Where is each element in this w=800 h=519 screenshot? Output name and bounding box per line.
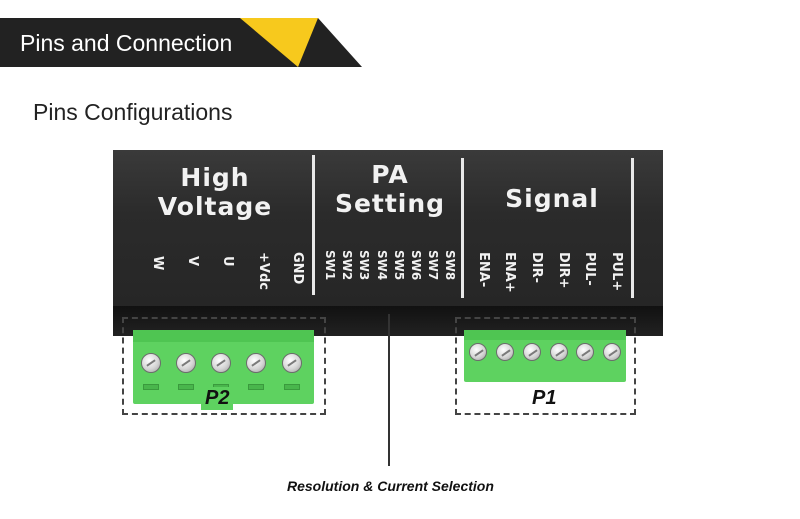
- pin-label-sw1: SW1: [323, 250, 337, 281]
- p2-slot-1: [143, 384, 159, 390]
- pin-label-v: V: [185, 256, 200, 267]
- p1-label: P1: [528, 387, 561, 410]
- divider-signal-end: [631, 158, 634, 298]
- high-voltage-title: High Voltage: [140, 163, 290, 221]
- pin-label-dir-plus: DIR+: [556, 252, 571, 289]
- divider-hv-pa: [312, 155, 315, 295]
- p2-slot-2: [178, 384, 194, 390]
- pin-label-sw8: SW8: [443, 250, 457, 281]
- p2-label: P2: [201, 387, 234, 410]
- banner-title: Pins and Connection: [20, 30, 233, 56]
- pin-label-ena-minus: ENA-: [476, 252, 491, 288]
- banner-shape: [0, 18, 362, 67]
- p2-outline: [122, 317, 326, 415]
- high-voltage-title-line2: Voltage: [157, 192, 273, 221]
- pin-label-sw5: SW5: [392, 250, 406, 281]
- pin-label-gnd: GND: [290, 252, 305, 285]
- signal-title: Signal: [472, 184, 632, 213]
- pin-label-dir-minus: DIR-: [529, 252, 544, 284]
- pin-label-w: W: [150, 256, 165, 271]
- pa-setting-title-line1: PA: [371, 160, 409, 189]
- p1-screw-2: [496, 343, 514, 361]
- p2-screw-2: [176, 353, 196, 373]
- pin-label-sw3: SW3: [357, 250, 371, 281]
- driver-device-body: [113, 150, 663, 308]
- high-voltage-title-line1: High: [180, 163, 250, 192]
- p2-slot-5: [284, 384, 300, 390]
- p2-screw-1: [141, 353, 161, 373]
- pin-label-u: U: [220, 256, 235, 267]
- p1-outline: [455, 317, 636, 415]
- p1-screw-1: [469, 343, 487, 361]
- signal-title-line1: Signal: [505, 184, 599, 213]
- pin-label-vdc: +Vdc: [256, 252, 271, 290]
- p2-screw-5: [282, 353, 302, 373]
- p1-screw-3: [523, 343, 541, 361]
- page-subtitle: Pins Configurations: [33, 99, 233, 125]
- divider-pa-signal: [461, 158, 464, 298]
- pin-label-ena-plus: ENA+: [502, 252, 517, 293]
- pa-setting-title-line2: Setting: [334, 189, 446, 218]
- section-banner: Pins and Connection: [0, 18, 362, 67]
- pa-setting-title: PA Setting: [320, 160, 460, 218]
- p1-screw-5: [576, 343, 594, 361]
- callout-text: Resolution & Current Selection: [287, 478, 494, 494]
- pin-label-sw6: SW6: [409, 250, 423, 281]
- pin-label-pul-minus: PUL-: [582, 252, 597, 286]
- p1-screw-4: [550, 343, 568, 361]
- p2-screw-4: [246, 353, 266, 373]
- pin-label-sw7: SW7: [426, 250, 440, 281]
- p2-slot-4: [248, 384, 264, 390]
- p1-screw-6: [603, 343, 621, 361]
- callout-line: [388, 314, 390, 466]
- p2-screw-3: [211, 353, 231, 373]
- p2-terminal-top: [133, 330, 314, 342]
- pin-label-sw2: SW2: [340, 250, 354, 281]
- pin-label-pul-plus: PUL+: [609, 252, 624, 292]
- pin-label-sw4: SW4: [375, 250, 389, 281]
- p1-terminal-top: [464, 330, 626, 340]
